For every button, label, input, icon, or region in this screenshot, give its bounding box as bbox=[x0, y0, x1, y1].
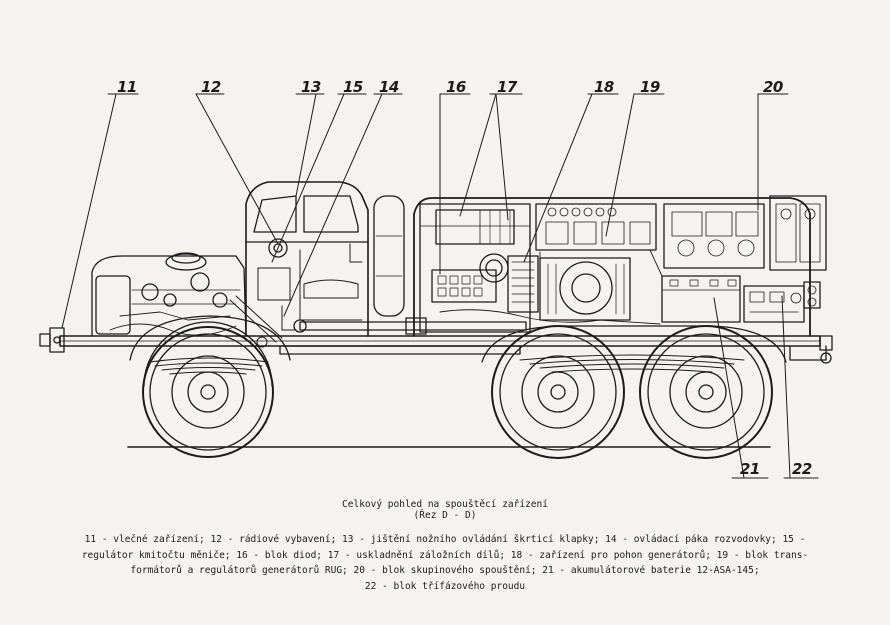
figure-legend: 11 - vlečné zařízení; 12 - rádiové vybav… bbox=[30, 532, 860, 594]
legend-line: 22 - blok třífázového proudu bbox=[364, 580, 526, 592]
tow-device bbox=[39, 327, 65, 353]
cylinder-tank bbox=[373, 195, 405, 317]
leader-lines bbox=[61, 93, 819, 479]
front-wheel bbox=[142, 321, 274, 458]
figure-caption: Celkový pohled na spouštěcí zařízení (Ře… bbox=[0, 499, 890, 521]
callout-15: 15 bbox=[343, 78, 363, 96]
caption-title: Celkový pohled na spouštěcí zařízení bbox=[342, 499, 548, 510]
cab bbox=[245, 181, 369, 337]
front-mudguard bbox=[129, 315, 291, 361]
callout-13: 13 bbox=[301, 78, 321, 96]
callout-11: 11 bbox=[117, 78, 137, 96]
callout-16: 16 bbox=[446, 78, 466, 96]
drive-shaft bbox=[293, 317, 527, 335]
rear-leaf-spring bbox=[519, 354, 745, 373]
rear-tow bbox=[819, 335, 833, 364]
callout-12: 12 bbox=[201, 78, 221, 96]
callout-21: 21 bbox=[740, 460, 760, 478]
callout-19: 19 bbox=[640, 78, 660, 96]
legend-line: regulátor kmitočtu měniče; 16 - blok dio… bbox=[81, 549, 809, 561]
callout-17: 17 bbox=[497, 78, 517, 96]
callout-14: 14 bbox=[379, 78, 399, 96]
callout-18: 18 bbox=[594, 78, 614, 96]
front-leaf-spring bbox=[149, 357, 269, 375]
vehicle-cutaway-drawing bbox=[39, 93, 833, 479]
callout-22: 22 bbox=[792, 460, 812, 478]
equipment-body bbox=[413, 195, 827, 337]
callout-20: 20 bbox=[763, 78, 783, 96]
rear-mudguard bbox=[481, 325, 787, 363]
caption-subtitle: (Řez D - D) bbox=[413, 510, 477, 521]
control-linkage bbox=[229, 295, 297, 348]
legend-line: 11 - vlečné zařízení; 12 - rádiové vybav… bbox=[84, 534, 806, 545]
legend-line: formátorů a regulátorů generátorů RUG; 2… bbox=[130, 565, 760, 576]
engine-hood bbox=[91, 252, 247, 337]
